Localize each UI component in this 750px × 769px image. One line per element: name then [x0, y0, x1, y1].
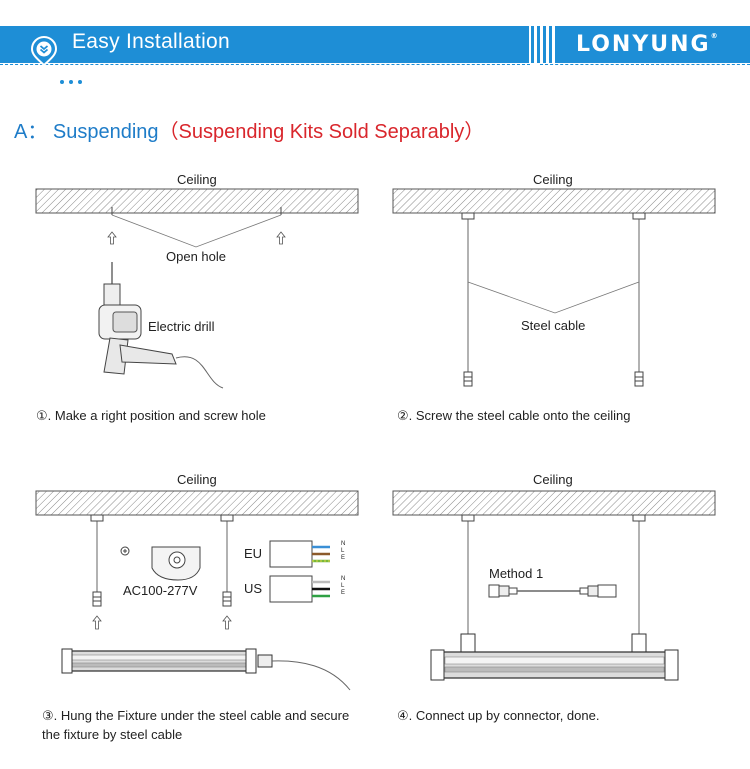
method-1-label: Method 1: [489, 566, 544, 581]
step1-caption: ①. Make a right position and screw hole: [36, 408, 266, 423]
cable-clamp-icon: [463, 371, 473, 387]
step4-caption: ④. Connect up by connector, done.: [397, 708, 600, 723]
header-divider: [0, 64, 530, 65]
eu-label: EU: [244, 546, 263, 561]
electric-drill-label: Electric drill: [148, 319, 215, 334]
header-stripes: [529, 26, 555, 63]
header-dots: [60, 71, 87, 89]
step1-ceiling: [35, 188, 359, 214]
step4-ceiling-label: Ceiling: [533, 472, 573, 487]
step4-ceiling: [392, 490, 716, 516]
chevron-double-down-icon: [30, 36, 58, 67]
us-wiring-diagram: [269, 575, 330, 603]
connector-icon: [488, 584, 617, 598]
brand-logo: LONYUNG®: [576, 32, 718, 57]
header-divider-right: [540, 64, 750, 65]
section-name: Suspending: [52, 121, 159, 143]
step3-ceiling-label: Ceiling: [177, 472, 217, 487]
step1-arrow-right: [276, 231, 286, 245]
header-title: Easy Installation: [72, 30, 231, 53]
drill-icon: [98, 262, 224, 389]
steel-cable-label: Steel cable: [521, 318, 586, 333]
section-title: A： Suspending（Suspending Kits Sold Separ…: [14, 115, 484, 144]
eu-wiring-diagram: [269, 540, 330, 568]
step2-ceiling-label: Ceiling: [533, 172, 573, 187]
section-note: （Suspending Kits Sold Separably）: [158, 121, 485, 143]
cable-clamp-icon: [634, 371, 644, 387]
led-fixture-icon: [430, 633, 679, 681]
section-prefix: A：: [14, 121, 48, 143]
led-fixture-icon: [61, 648, 351, 691]
us-label: US: [244, 581, 263, 596]
mounting-bracket-icon: [120, 546, 201, 581]
voltage-label: AC100-277V: [123, 583, 198, 598]
step1-arrow-left: [107, 231, 117, 245]
open-hole-label: Open hole: [166, 249, 226, 264]
step1-ceiling-label: Ceiling: [177, 172, 217, 187]
header-bar: [0, 26, 750, 63]
step3-ceiling: [35, 490, 359, 516]
step3-caption: ③. Hung the Fixture under the steel cabl…: [42, 708, 350, 742]
step2-ceiling: [392, 188, 716, 214]
step2-caption: ②. Screw the steel cable onto the ceilin…: [397, 408, 631, 423]
